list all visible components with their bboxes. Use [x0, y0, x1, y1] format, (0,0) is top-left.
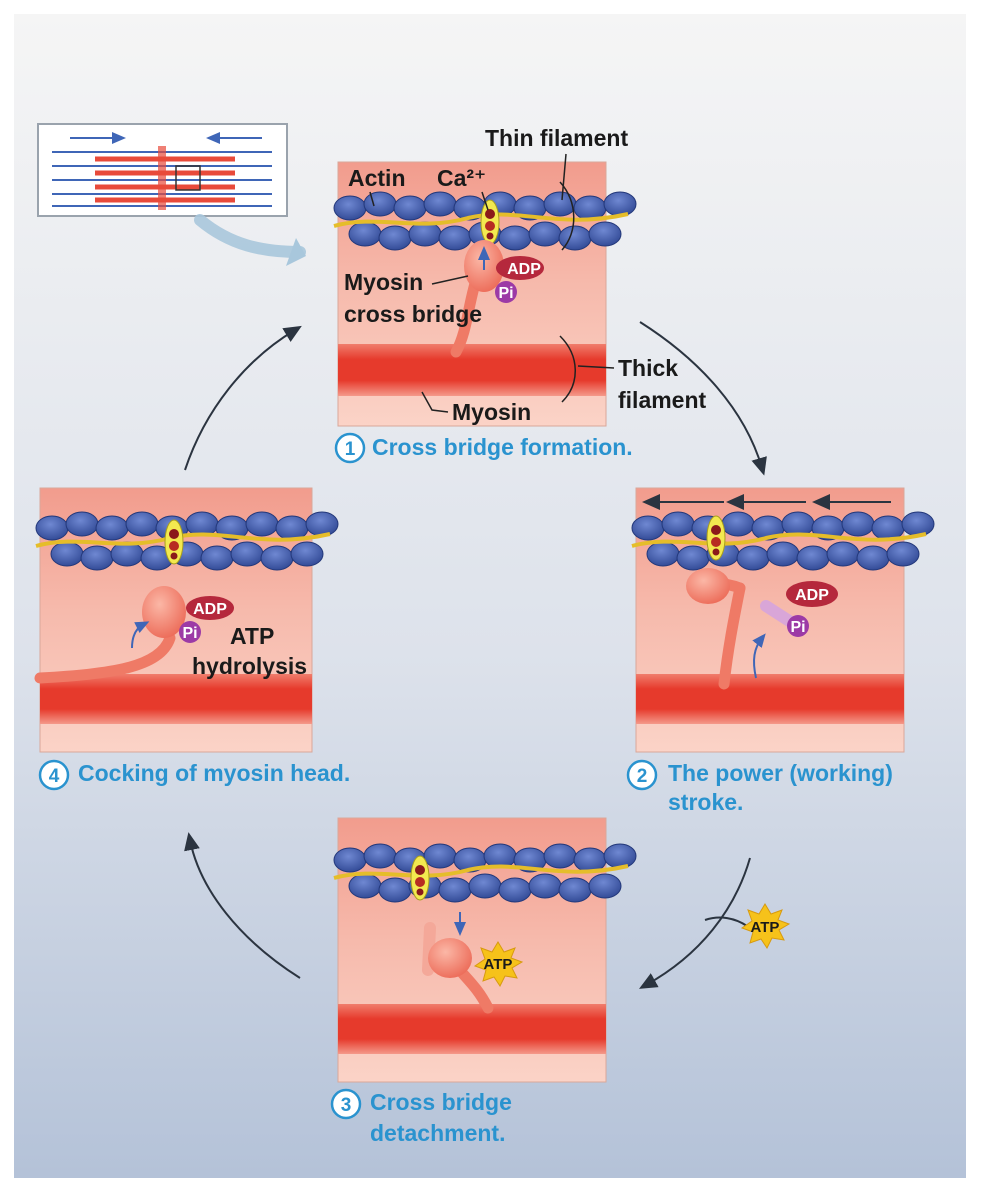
- svg-text:detachment.: detachment.: [370, 1120, 505, 1146]
- calcium-marker: [480, 199, 500, 245]
- step-3-badge: [330, 1088, 362, 1120]
- thin-filament-leader: [561, 153, 567, 201]
- adp-molecule: [186, 596, 234, 620]
- atp-label-panel-3: ATP: [484, 956, 513, 973]
- pi-molecule: [179, 621, 201, 643]
- svg-text:stroke.: stroke.: [668, 789, 743, 815]
- step-4-caption: 4 Cocking of myosin head.: [38, 759, 350, 791]
- pi-label-panel-2: Pi: [790, 619, 805, 636]
- atp-hydrolysis-label-line2: hydrolysis: [192, 653, 307, 679]
- atp-label-free: ATP: [751, 919, 780, 936]
- pi-molecule: [495, 281, 517, 303]
- adp-molecule: [786, 581, 838, 607]
- adp-label-panel-4: ADP: [193, 601, 227, 618]
- svg-text:4: 4: [49, 766, 60, 787]
- svg-text:Cocking of myosin head.: Cocking of myosin head.: [78, 760, 350, 786]
- svg-text:Cross bridge formation.: Cross bridge formation.: [372, 434, 633, 460]
- thin-filament-label: Thin filament: [485, 125, 628, 151]
- svg-text:1: 1: [345, 439, 356, 460]
- atp-entry-line: [704, 916, 748, 927]
- cycle-arrow-2-to-3: [639, 857, 751, 989]
- cycle-arrow-1-to-2: [639, 321, 767, 476]
- actin-leader: [369, 191, 375, 207]
- myosin-cross-bridge-leader: [431, 275, 469, 285]
- step-2-badge: [626, 759, 658, 791]
- step-4-badge: [38, 759, 70, 791]
- pi-molecule: [787, 615, 809, 637]
- cycle-arrow-3-to-4: [184, 832, 301, 979]
- pi-label-panel-4: Pi: [182, 625, 197, 642]
- svg-text:2: 2: [637, 766, 648, 787]
- step-2-caption: 2 The power (working) stroke.: [626, 759, 893, 815]
- myosin-head: [428, 938, 472, 978]
- myosin-cross-bridge-label-line2: cross bridge: [344, 301, 482, 327]
- sarcomere-thumbnail: [37, 123, 288, 217]
- panel-2-power-stroke: [630, 487, 936, 753]
- adp-label-panel-2: ADP: [795, 587, 829, 604]
- svg-text:3: 3: [341, 1095, 352, 1116]
- panel-3-cross-bridge-detachment: [332, 817, 638, 1083]
- myosin-cross-bridge-label-line1: Myosin: [344, 269, 423, 295]
- adp-molecule: [496, 256, 544, 280]
- step-1-badge: [334, 432, 366, 464]
- myosin-head: [142, 586, 186, 638]
- adp-label-panel-1: ADP: [507, 261, 541, 278]
- svg-text:Cross bridge: Cross bridge: [370, 1089, 512, 1115]
- myosin-leader: [421, 391, 449, 413]
- pi-label-panel-1: Pi: [498, 285, 513, 302]
- thick-filament-leader: [577, 365, 615, 369]
- atp-hydrolysis-label-line1: ATP: [230, 623, 274, 649]
- svg-text:The power (working): The power (working): [668, 760, 893, 786]
- calcium-label: Ca²⁺: [437, 165, 486, 191]
- thick-filament-label-line1: Thick: [618, 355, 678, 381]
- panel-4-cocking-myosin-head: [34, 487, 340, 753]
- cycle-arrow-4-to-1: [184, 325, 302, 471]
- step-3-caption: 3 Cross bridge detachment.: [330, 1088, 512, 1146]
- zoom-arrow-head: [286, 238, 306, 266]
- actin-label: Actin: [348, 165, 406, 191]
- thick-filament-label-line2: filament: [618, 387, 707, 413]
- step-1-caption: 1 Cross bridge formation.: [334, 432, 633, 464]
- zoom-arrow: [194, 214, 306, 258]
- panel-1-cross-bridge-formation: [332, 161, 638, 427]
- calcium-leader: [481, 191, 489, 211]
- myosin-label: Myosin: [452, 399, 531, 425]
